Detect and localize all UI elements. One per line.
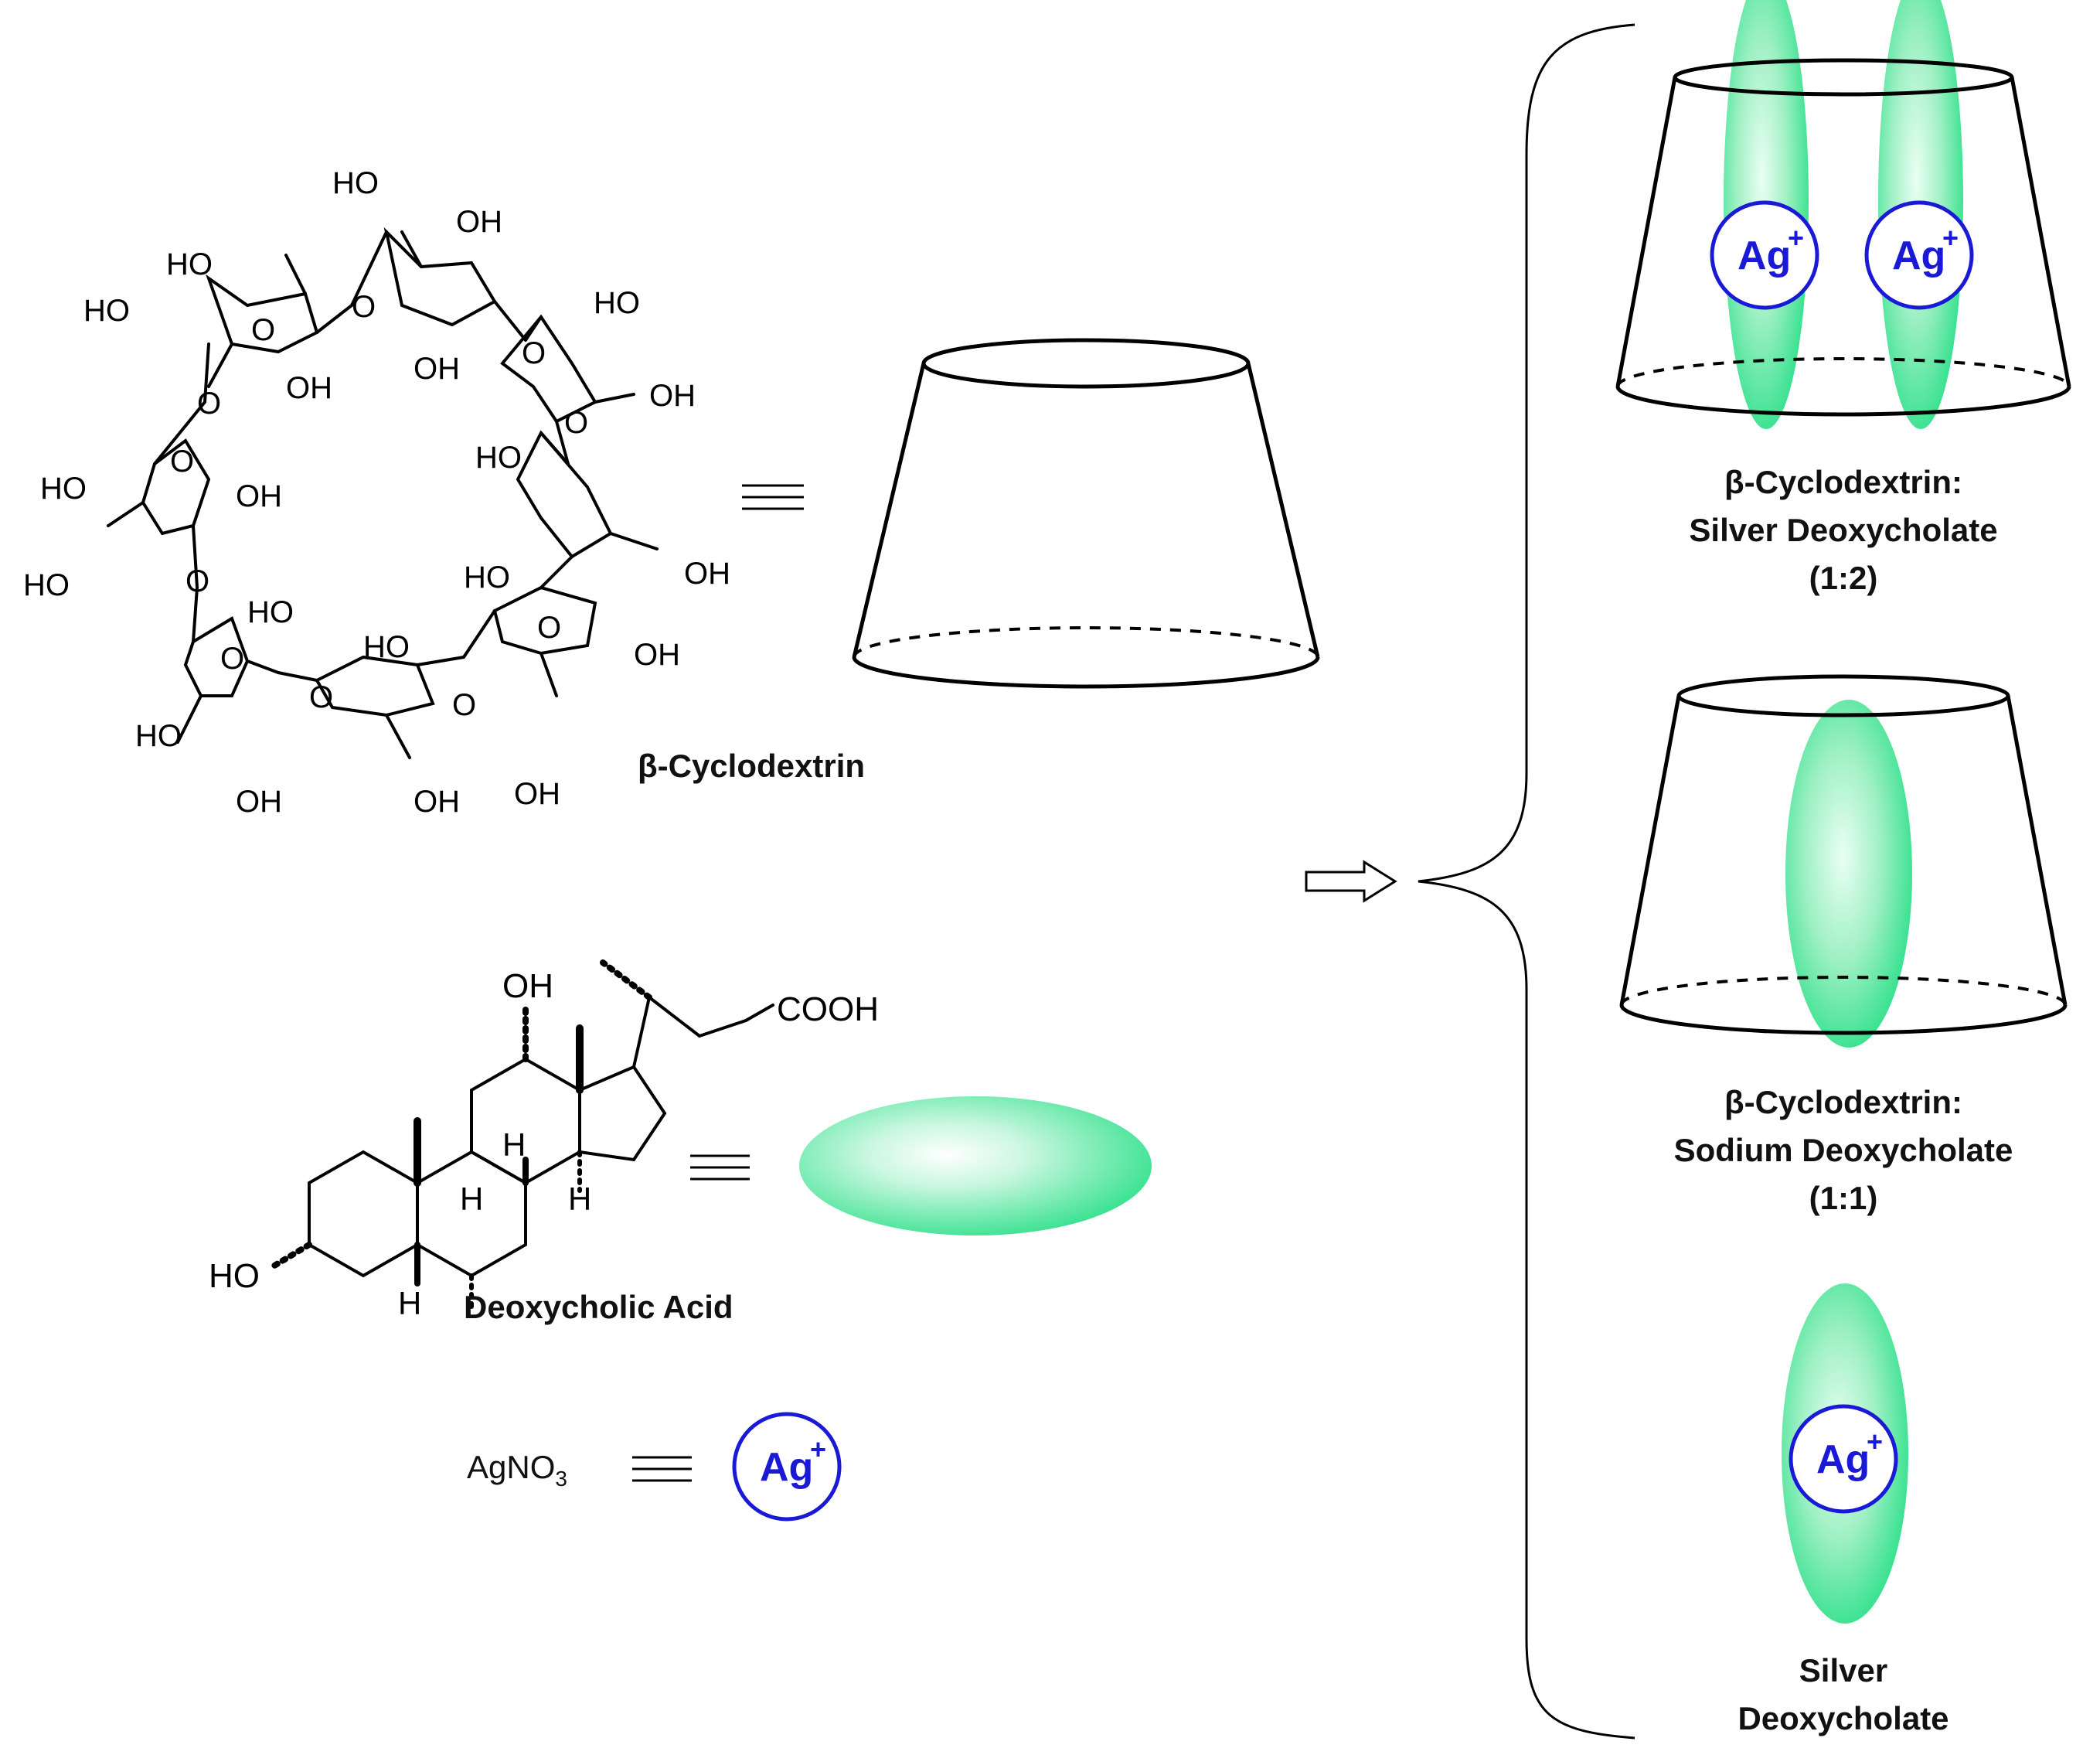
product-cone-1 <box>1615 0 2071 429</box>
silver-ion-icon: Ag + <box>734 1414 839 1519</box>
cyclodextrin-atom-labels: HO OH HO HO O O HO OH OH OH O O HO HO OH… <box>23 166 730 819</box>
product-label-1: β-Cyclodextrin: Silver Deoxycholate (1:2… <box>1689 464 1997 596</box>
equivalence-sign <box>632 1456 692 1482</box>
ring-oxygen-label: O <box>522 336 546 370</box>
svg-text:Ag: Ag <box>1738 233 1791 278</box>
hydroxyl-label: HO <box>40 472 87 506</box>
svg-text:Ag: Ag <box>760 1445 813 1490</box>
hydroxyl-label: OH <box>456 205 502 239</box>
deoxycholic-structure <box>267 959 774 1309</box>
product-cone-2 <box>1619 674 2068 1048</box>
deoxycholic-atom-labels: OH COOH HO H H H H <box>209 967 879 1321</box>
svg-text:Ag: Ag <box>1816 1437 1870 1482</box>
hydroxyl-label: OH <box>514 777 560 811</box>
hydroxyl-label: OH <box>236 785 282 819</box>
hydroxyl-label: HO <box>594 286 640 320</box>
svg-text:(1:2): (1:2) <box>1809 560 1878 596</box>
svg-text:Silver Deoxycholate: Silver Deoxycholate <box>1689 512 1997 548</box>
svg-text:+: + <box>1788 222 1804 254</box>
hydroxyl-label: OH <box>286 371 332 405</box>
equivalence-sign <box>690 1154 750 1181</box>
ring-oxygen-label: O <box>452 688 476 722</box>
ring-oxygen-label: O <box>537 611 561 645</box>
hydrogen-label: H <box>502 1126 526 1163</box>
hydrogen-label: H <box>398 1285 421 1321</box>
hydroxyl-label: OH <box>684 557 730 591</box>
svg-text:Deoxycholate: Deoxycholate <box>1738 1700 1949 1736</box>
silver-ion-icon: Ag + <box>1867 203 1972 308</box>
silver-nitrate-formula: AgNO3 <box>467 1449 567 1491</box>
carboxyl-label: COOH <box>777 990 879 1028</box>
hydrogen-label: H <box>568 1181 591 1217</box>
product-label-3: Silver Deoxycholate <box>1738 1652 1949 1736</box>
hydroxyl-label: OH <box>236 479 282 513</box>
ring-oxygen-label: O <box>251 313 275 347</box>
ring-oxygen-label: O <box>564 406 588 440</box>
ring-oxygen-label: O <box>352 290 376 324</box>
svg-text:Sodium Deoxycholate: Sodium Deoxycholate <box>1674 1132 2013 1168</box>
reaction-arrow-icon <box>1305 860 1397 903</box>
svg-text:Silver: Silver <box>1799 1652 1887 1689</box>
svg-text:β-Cyclodextrin:: β-Cyclodextrin: <box>1724 1084 1962 1120</box>
equivalence-sign <box>742 484 804 510</box>
ring-oxygen-label: O <box>170 445 194 479</box>
ring-oxygen-label: O <box>220 642 244 676</box>
hydroxyl-label: HO <box>135 719 182 753</box>
ring-oxygen-label: O <box>197 387 221 421</box>
hydroxyl-label: OH <box>502 967 553 1005</box>
hydroxyl-label: OH <box>649 379 696 413</box>
product-brace <box>1418 23 1635 1740</box>
hydroxyl-label: OH <box>414 785 460 819</box>
hydroxyl-label: HO <box>332 166 379 200</box>
ring-oxygen-label: O <box>309 680 333 714</box>
deoxycholic-label: Deoxycholic Acid <box>464 1289 733 1325</box>
svg-text:+: + <box>810 1433 826 1465</box>
hydroxyl-label: HO <box>209 1257 260 1295</box>
svg-text:+: + <box>1942 222 1959 254</box>
deoxycholate-guest-ellipse <box>799 1096 1152 1235</box>
svg-text:(1:1): (1:1) <box>1809 1180 1878 1216</box>
hydroxyl-label: HO <box>23 568 70 602</box>
hydroxyl-label: HO <box>363 630 410 664</box>
ring-oxygen-label: O <box>185 564 209 598</box>
svg-text:Ag: Ag <box>1892 233 1945 278</box>
hydroxyl-label: OH <box>414 352 460 386</box>
silver-ion-icon: Ag + <box>1791 1406 1896 1511</box>
cyclodextrin-cone <box>852 338 1320 689</box>
hydroxyl-label: HO <box>464 561 510 595</box>
hydroxyl-label: HO <box>475 441 522 475</box>
hydroxyl-label: OH <box>634 638 680 672</box>
hydrogen-label: H <box>460 1181 483 1217</box>
product-label-2: β-Cyclodextrin: Sodium Deoxycholate (1:1… <box>1674 1084 2013 1216</box>
hydroxyl-label: HO <box>83 294 130 328</box>
cyclodextrin-label: β-Cyclodextrin <box>638 748 865 784</box>
hydroxyl-label: HO <box>247 595 294 629</box>
hydroxyl-label: HO <box>166 247 213 281</box>
svg-text:β-Cyclodextrin:: β-Cyclodextrin: <box>1724 464 1962 500</box>
cyclodextrin-structure <box>107 227 659 759</box>
svg-text:+: + <box>1867 1426 1883 1457</box>
silver-ion-icon: Ag + <box>1712 203 1817 308</box>
